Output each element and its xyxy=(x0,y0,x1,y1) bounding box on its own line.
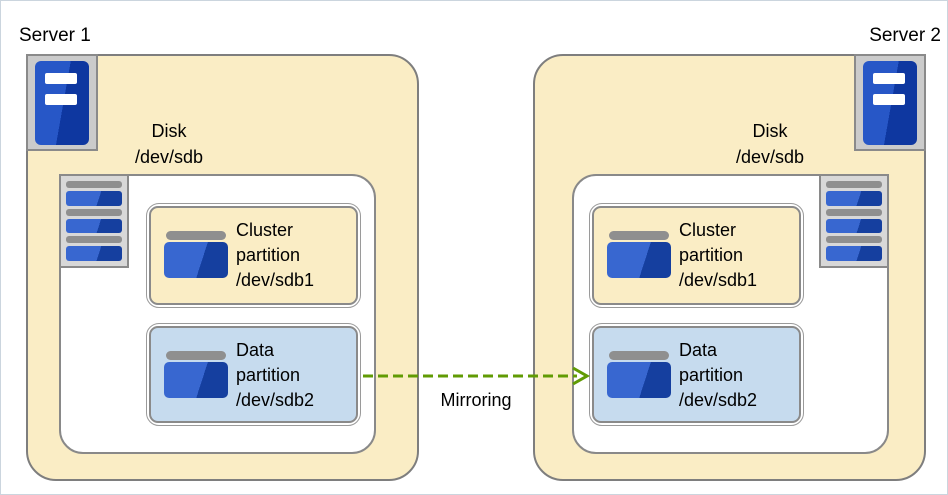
server1-label: Server 1 xyxy=(19,25,91,46)
cluster-partition-body: Cluster partition /dev/sdb1 xyxy=(149,206,358,305)
partition-icon-rect xyxy=(164,362,228,398)
server2-data-partition: Data partition /dev/sdb2 xyxy=(589,323,804,426)
server1-disk-box: Cluster partition /dev/sdb1 Data partiti… xyxy=(59,174,376,454)
partition-text-line: /dev/sdb2 xyxy=(679,390,758,410)
partition-icon-bar xyxy=(166,231,226,240)
disk-stripe xyxy=(66,181,122,188)
partition-icon-bar xyxy=(166,351,226,360)
disk-device: /dev/sdb xyxy=(735,147,805,167)
disk-platter xyxy=(826,218,882,234)
partition-icon-bar xyxy=(609,351,669,360)
partition-icon xyxy=(164,231,228,278)
disk-stack-icon xyxy=(819,174,889,268)
partition-icon-rect xyxy=(607,242,671,278)
cluster-partition-text: Cluster partition /dev/sdb1 xyxy=(236,218,314,293)
cluster-partition-text: Cluster partition /dev/sdb1 xyxy=(679,218,757,293)
partition-text-line: partition xyxy=(236,245,301,265)
partition-text-line: Cluster xyxy=(679,220,737,240)
disk-stripe xyxy=(826,208,882,216)
disk-platter xyxy=(66,218,122,234)
server2-disk-box: Cluster partition /dev/sdb1 Data partiti… xyxy=(572,174,889,454)
server-slot xyxy=(45,73,77,84)
server1-disk-label: Disk /dev/sdb xyxy=(99,118,239,170)
disk-stripe xyxy=(826,181,882,188)
server1-data-partition: Data partition /dev/sdb2 xyxy=(146,323,361,426)
server-slot xyxy=(873,94,905,105)
disk-stack-icon xyxy=(59,174,129,268)
server2-label: Server 2 xyxy=(869,25,941,46)
disk-stripe xyxy=(66,236,122,244)
partition-text-line: /dev/sdb1 xyxy=(679,270,758,290)
server-tower-body xyxy=(35,61,89,145)
server-slot xyxy=(45,94,77,105)
disk-stripe xyxy=(826,236,882,244)
partition-text-line: Data xyxy=(236,340,275,360)
partition-text-line: Data xyxy=(679,340,718,360)
partition-text-line: partition xyxy=(236,365,301,385)
partition-icon-bar xyxy=(609,231,669,240)
partition-text-line: partition xyxy=(679,365,744,385)
disk-platter xyxy=(66,246,122,261)
disk-stripe xyxy=(66,208,122,216)
server-tower-icon xyxy=(854,54,926,151)
partition-text-line: partition xyxy=(679,245,744,265)
data-partition-text: Data partition /dev/sdb2 xyxy=(679,338,757,413)
disk-platter xyxy=(826,190,882,206)
disk-platter xyxy=(826,246,882,261)
disk-title: Disk xyxy=(752,121,788,141)
partition-text-line: /dev/sdb2 xyxy=(236,390,315,410)
server-tower-body xyxy=(863,61,917,145)
server-slot xyxy=(873,73,905,84)
disk-platter xyxy=(66,190,122,206)
partition-icon xyxy=(607,351,671,398)
server2-cluster-partition: Cluster partition /dev/sdb1 xyxy=(589,203,804,308)
mirroring-arrow-icon xyxy=(363,366,591,386)
data-partition-body: Data partition /dev/sdb2 xyxy=(149,326,358,423)
data-partition-text: Data partition /dev/sdb2 xyxy=(236,338,314,413)
mirroring-label: Mirroring xyxy=(440,390,512,410)
disk-device: /dev/sdb xyxy=(134,147,204,167)
server2-box: Disk /dev/sdb Cluster xyxy=(533,54,926,481)
partition-icon-rect xyxy=(164,242,228,278)
cluster-partition-body: Cluster partition /dev/sdb1 xyxy=(592,206,801,305)
server2-disk-label: Disk /dev/sdb xyxy=(700,118,840,170)
partition-icon-rect xyxy=(607,362,671,398)
disk-title: Disk xyxy=(151,121,187,141)
partition-text-line: /dev/sdb1 xyxy=(236,270,315,290)
server1-box: Disk /dev/sdb Cluster xyxy=(26,54,419,481)
partition-icon xyxy=(607,231,671,278)
partition-icon xyxy=(164,351,228,398)
data-partition-body: Data partition /dev/sdb2 xyxy=(592,326,801,423)
server-tower-icon xyxy=(26,54,98,151)
partition-text-line: Cluster xyxy=(236,220,294,240)
server1-cluster-partition: Cluster partition /dev/sdb1 xyxy=(146,203,361,308)
